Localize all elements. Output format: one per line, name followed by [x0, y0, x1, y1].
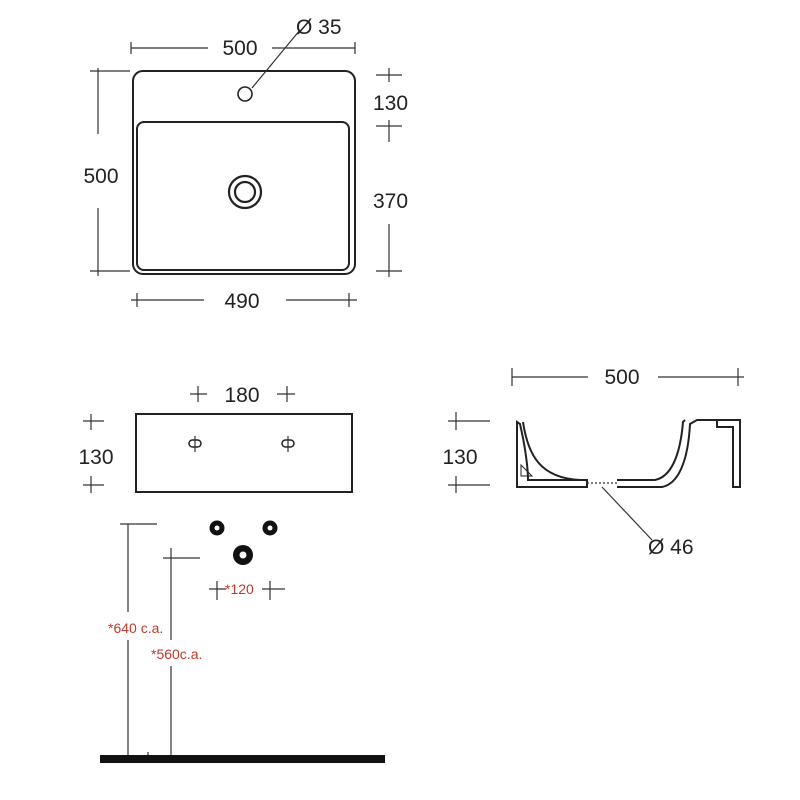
height-640-label: *640 c.a. [108, 620, 163, 636]
front-view: 180 130 *120 *640 c.a. *560c.a. [78, 384, 385, 763]
side-profile-outline [516, 420, 588, 488]
top-depth-label: 500 [83, 165, 118, 188]
rear-deck-label: 130 [373, 92, 408, 115]
drain-outer [227, 174, 263, 210]
fixing-spacing-label: 180 [224, 384, 259, 407]
bottom-width-label: 490 [224, 290, 259, 313]
tap-hole-label: Ø 35 [296, 16, 342, 39]
front-height-label: 130 [78, 446, 113, 469]
tap-hole [237, 86, 253, 102]
side-view: 500 130 Ø 46 [442, 366, 744, 559]
drain-inner [233, 180, 257, 204]
bowl-outline [136, 121, 350, 271]
top-width-label: 500 [222, 37, 257, 60]
floor-line [100, 755, 385, 763]
basin-outline [132, 70, 356, 275]
bowl-depth-label: 370 [373, 190, 408, 213]
side-height-label: 130 [442, 446, 477, 469]
height-560-label: *560c.a. [151, 646, 202, 662]
front-outline [135, 413, 353, 493]
waste-spacing-label: *120 [225, 581, 254, 597]
top-view: 500 Ø 35 500 130 370 490 [83, 16, 408, 313]
waste-diameter-label: Ø 46 [648, 536, 694, 559]
side-length-label: 500 [604, 366, 639, 389]
